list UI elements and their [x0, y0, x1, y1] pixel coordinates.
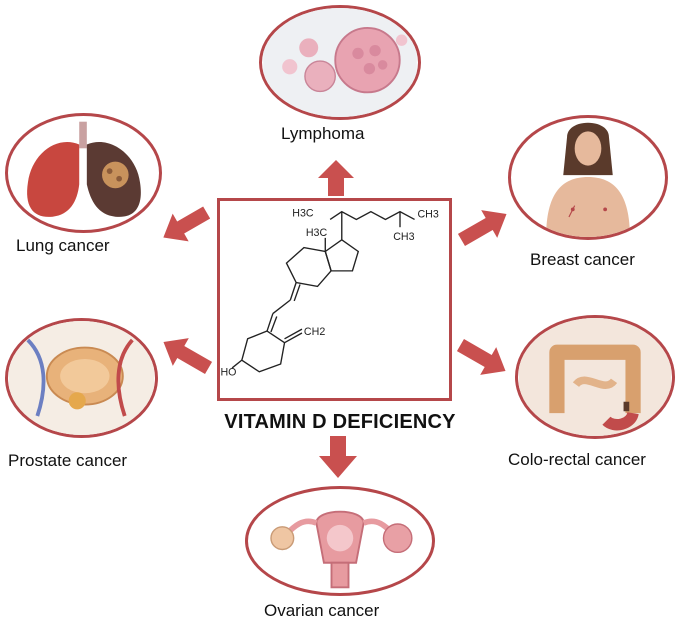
node-prostate-image — [5, 318, 158, 438]
molecule-label-h3c-top: H3C — [292, 208, 314, 220]
node-lung-label: Lung cancer — [16, 236, 110, 255]
molecule-label-ho: HO — [220, 367, 236, 379]
diagram-title: VITAMIN D DEFICIENCY — [224, 411, 456, 433]
lungs-icon — [27, 121, 141, 217]
molecule-label-ch3-right: CH3 — [417, 208, 438, 220]
node-breast-image — [508, 115, 668, 240]
lymphoma-cells-icon — [263, 8, 417, 117]
uterus-ovaries-icon — [270, 510, 413, 589]
node-prostate-label: Prostate cancer — [8, 451, 128, 470]
node-ovarian-label: Ovarian cancer — [264, 601, 380, 620]
node-ovarian-image — [245, 486, 435, 596]
node-colorectal-label: Colo-rectal cancer — [508, 450, 646, 469]
node-lymphoma-image — [259, 5, 421, 120]
vitamin-d-structure-box: H3C CH3 CH3 H3C CH2 HO — [217, 198, 452, 401]
molecule-label-ch3-bottom: CH3 — [393, 231, 414, 243]
arrow-to-colorectal — [457, 337, 509, 379]
arrow-to-lung — [160, 204, 210, 246]
molecule-label-h3c-ring: H3C — [306, 227, 328, 239]
vitamin-d-molecule: H3C CH3 CH3 H3C CH2 HO — [220, 208, 438, 379]
node-breast-label: Breast cancer — [530, 250, 635, 269]
arrow-to-breast — [458, 206, 510, 248]
molecule-label-ch2: CH2 — [304, 326, 325, 338]
node-lymphoma-label: Lymphoma — [281, 124, 365, 143]
node-colorectal-image — [515, 315, 675, 439]
colon-icon — [518, 318, 672, 436]
arrow-to-lymphoma — [318, 160, 354, 196]
arrow-to-ovarian — [319, 436, 357, 478]
arrow-to-prostate — [160, 334, 212, 376]
node-lung-image — [5, 113, 162, 233]
breast-icon — [546, 122, 630, 237]
prostate-icon — [8, 321, 155, 435]
